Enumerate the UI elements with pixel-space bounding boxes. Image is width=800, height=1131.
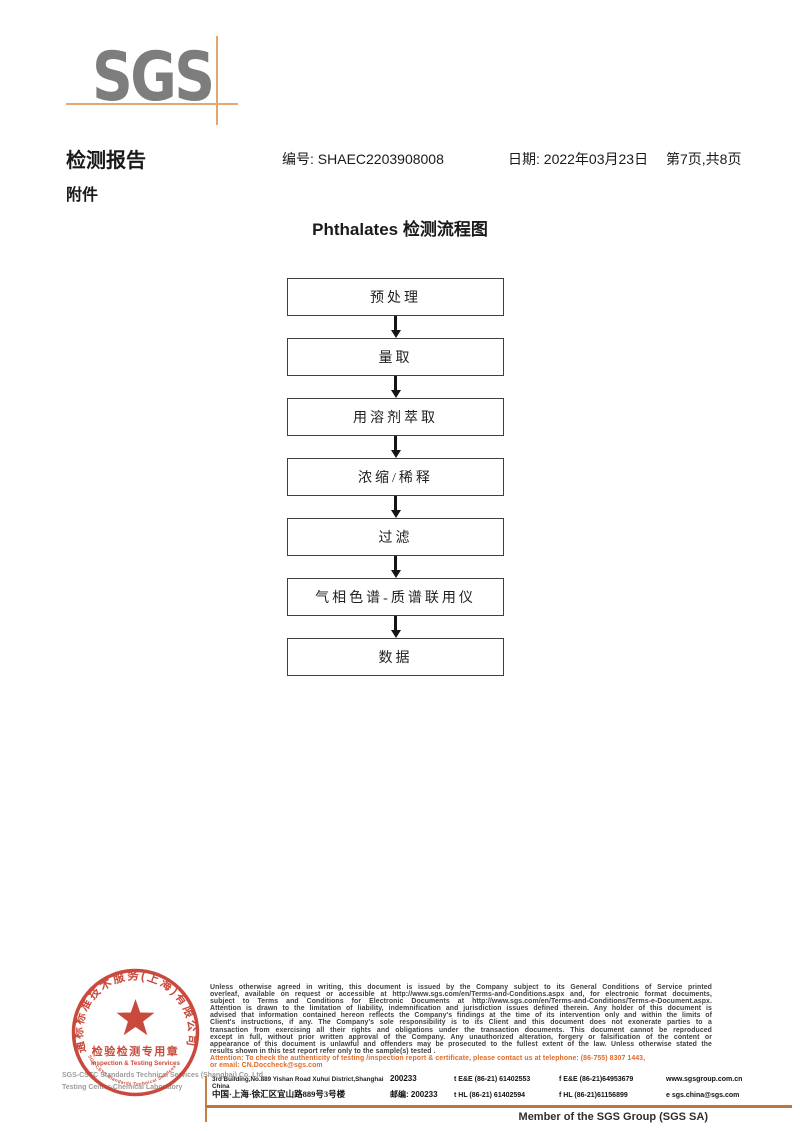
- address-row-en: 3rd Building,No.889 Yishan Road Xuhui Di…: [212, 1074, 797, 1090]
- fax-hl: f HL (86-21)61156899: [559, 1092, 628, 1099]
- report-number: 编号: SHAEC2203908008: [282, 151, 444, 167]
- logo-horizontal-line: [66, 103, 238, 105]
- flow-step-gcms: 气相色谱-质谱联用仪: [287, 578, 504, 616]
- sgs-member-text: Member of the SGS Group (SGS SA): [518, 1111, 708, 1123]
- address-block: 3rd Building,No.889 Yishan Road Xuhui Di…: [212, 1074, 797, 1102]
- email: e sgs.china@sgs.com: [666, 1092, 740, 1099]
- footer-vertical-line: [205, 1076, 207, 1122]
- legal-disclaimer: Unless otherwise agreed in writing, this…: [210, 984, 712, 1069]
- flowchart: 预处理 量取 用溶剂萃取 浓缩/稀释 过滤 气相色谱-质谱联用仪 数据: [287, 278, 504, 676]
- disclaimer-line: Unless otherwise agreed in writing, this…: [210, 984, 712, 991]
- address-en: 3rd Building,No.889 Yishan Road Xuhui Di…: [212, 1076, 384, 1090]
- disclaimer-line: advised that information contained hereo…: [210, 1012, 712, 1020]
- address-row-cn: 中国·上海·徐汇区宜山路889号3号楼 邮编: 200233 t HL (86-…: [212, 1088, 797, 1102]
- page-indicator: 第7页,共8页: [666, 151, 742, 167]
- disclaimer-line: except in full, without prior written ap…: [210, 1033, 712, 1041]
- flow-arrow-icon: [287, 376, 504, 398]
- flow-step-concentrate-dilute: 浓缩/稀释: [287, 458, 504, 496]
- tel-ee: t E&E (86-21) 61402553: [454, 1076, 531, 1083]
- flowchart-title: Phthalates 检测流程图: [312, 220, 488, 239]
- disclaimer-line: Client's instructions, if any. The Compa…: [210, 1019, 712, 1027]
- stamp-inner-en: Inspection & Testing Services: [91, 1060, 181, 1067]
- lab-company-line2: Testing Center-Chemical Laboratory: [62, 1084, 183, 1091]
- sgs-logo: SGS: [92, 37, 215, 117]
- flow-step-filter: 过滤: [287, 518, 504, 556]
- fax-ee: f E&E (86-21)64953679: [559, 1076, 634, 1083]
- lab-company-line1: SGS-CSTC Standards Technical Services (S…: [62, 1072, 265, 1079]
- postcode-cn: 邮编: 200233: [390, 1090, 438, 1099]
- disclaimer-line: appearance of this document is unlawful …: [210, 1040, 712, 1048]
- inspection-stamp: 通标标准技术服务(上海)有限公司 SGS-CSTC Standards Tech…: [71, 968, 200, 1097]
- flow-step-pretreatment: 预处理: [287, 278, 504, 316]
- flow-arrow-icon: [287, 556, 504, 578]
- flow-arrow-icon: [287, 436, 504, 458]
- disclaimer-line: results shown in this test report refer …: [210, 1047, 436, 1055]
- disclaimer-line: Attention is drawn to the limitation of …: [210, 1005, 712, 1013]
- address-cn: 中国·上海·徐汇区宜山路889号3号楼: [212, 1089, 346, 1099]
- phones-en: t E&E (86-21) 61402553 f E&E (86-21)6495…: [454, 1076, 666, 1083]
- stamp-ring: [71, 968, 200, 1097]
- attention-line: Attention: To check the authenticity of …: [210, 1054, 646, 1062]
- flow-arrow-icon: [287, 496, 504, 518]
- phones-cn: t HL (86-21) 61402594 f HL (86-21)611568…: [454, 1092, 666, 1099]
- tel-hl: t HL (86-21) 61402594: [454, 1092, 526, 1099]
- flow-step-data: 数据: [287, 638, 504, 676]
- doccheck-email: or email: CN.Doccheck@sgs.com: [210, 1062, 323, 1070]
- lab-company-name: SGS-CSTC Standards Technical Services (S…: [62, 1070, 287, 1094]
- footer-horizontal-line: [205, 1105, 792, 1108]
- postcode-en: 200233: [390, 1074, 417, 1083]
- disclaimer-line: transaction from exercising all their ri…: [210, 1026, 712, 1034]
- website: www.sgsgroup.com.cn: [666, 1076, 743, 1083]
- stamp-star-icon: [116, 999, 155, 1036]
- report-title: 检测报告: [66, 150, 146, 172]
- attachment-label: 附件: [66, 187, 99, 204]
- flow-step-solvent-extraction: 用溶剂萃取: [287, 398, 504, 436]
- disclaimer-line: overleaf, available on request or access…: [210, 991, 712, 999]
- flow-arrow-icon: [287, 316, 504, 338]
- flow-step-measure: 量取: [287, 338, 504, 376]
- stamp-inner-cn: 检验检测专用章: [92, 1044, 180, 1058]
- disclaimer-line: subject to Terms and Conditions for Elec…: [210, 998, 712, 1006]
- flow-arrow-icon: [287, 616, 504, 638]
- report-date: 日期: 2022年03月23日: [508, 151, 649, 167]
- logo-vertical-line: [216, 36, 218, 125]
